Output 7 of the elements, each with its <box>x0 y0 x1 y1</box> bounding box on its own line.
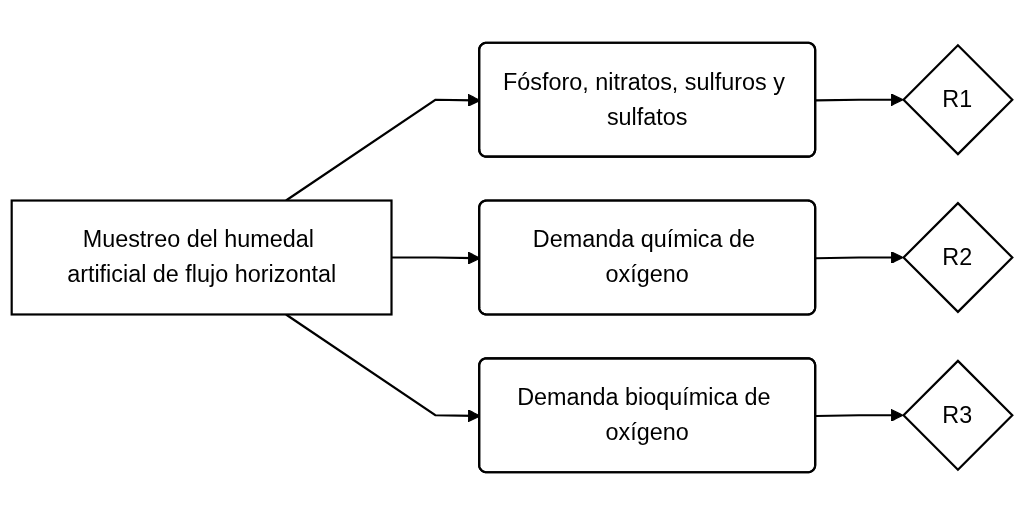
arrow <box>815 408 904 422</box>
node-diamond: R1 <box>902 43 1014 156</box>
arrow <box>815 251 904 264</box>
node-diamond: R3 <box>902 359 1014 472</box>
node-box: Muestreo del humedal artificial de flujo horizontal <box>10 199 393 316</box>
node-diamond: R2 <box>902 201 1014 314</box>
arrow <box>815 93 904 107</box>
